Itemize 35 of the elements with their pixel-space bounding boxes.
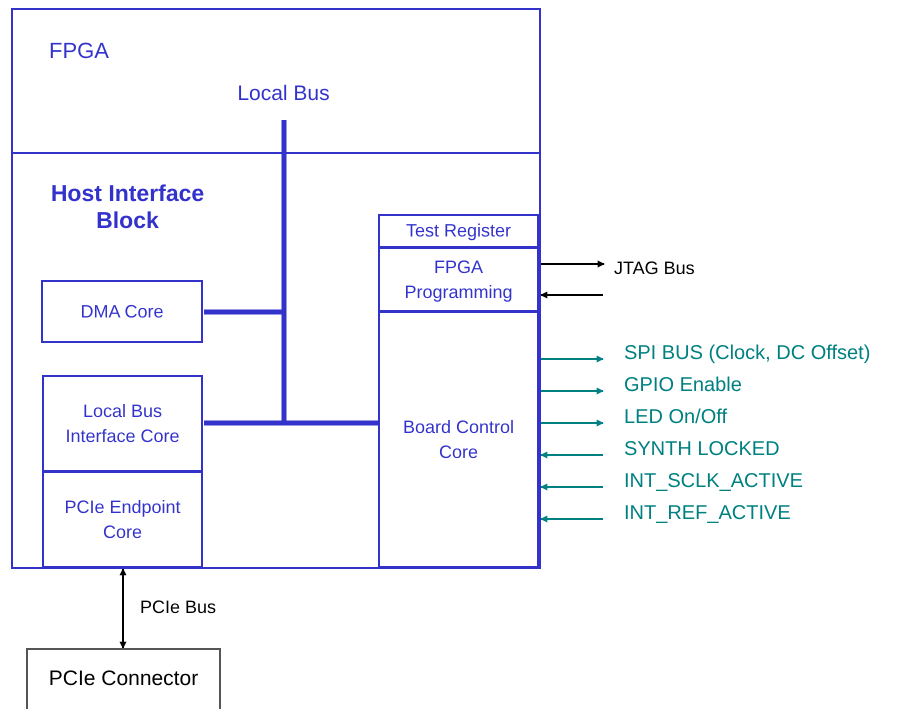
bus-label: JTAG Bus bbox=[614, 258, 695, 279]
box-label: Board Control Core bbox=[402, 415, 516, 464]
box-label: PCIe Connector bbox=[48, 666, 200, 692]
arrow bbox=[540, 484, 603, 490]
fpga-box bbox=[11, 8, 541, 569]
box-label: DMA Core bbox=[79, 300, 165, 323]
arrow bbox=[540, 516, 603, 522]
connector-box bbox=[26, 648, 221, 709]
arrow bbox=[541, 388, 604, 394]
programming-box bbox=[378, 247, 539, 312]
box-label: FPGA Programming bbox=[403, 255, 514, 304]
host-interface-block bbox=[10, 152, 540, 568]
signal-label: SPI BUS (Clock, DC Offset) bbox=[624, 342, 870, 365]
arrow bbox=[540, 452, 603, 458]
core-box bbox=[42, 375, 203, 472]
box-label: Local Bus Interface Core bbox=[64, 399, 181, 448]
signal-label: LED On/Off bbox=[624, 406, 728, 429]
arrow bbox=[541, 420, 604, 426]
box-label: Host Interface Block bbox=[50, 180, 206, 234]
signal-label: GPIO Enable bbox=[624, 374, 742, 397]
control-core-box bbox=[378, 311, 539, 568]
box-label: Test Register bbox=[404, 219, 512, 242]
core-box bbox=[41, 280, 203, 343]
signal-label: SYNTH LOCKED bbox=[624, 438, 780, 461]
arrow bbox=[120, 568, 126, 649]
arrow bbox=[541, 356, 604, 362]
core-box bbox=[42, 471, 203, 568]
arrow bbox=[540, 292, 603, 298]
bus-label: Local Bus bbox=[236, 82, 331, 106]
arrow bbox=[541, 260, 605, 268]
box-label: PCIe Endpoint Core bbox=[63, 495, 182, 544]
register-box bbox=[378, 214, 539, 248]
box-label: FPGA bbox=[49, 38, 109, 64]
signal-label: INT_SCLK_ACTIVE bbox=[624, 470, 803, 493]
signal-label: INT_REF_ACTIVE bbox=[624, 502, 791, 525]
